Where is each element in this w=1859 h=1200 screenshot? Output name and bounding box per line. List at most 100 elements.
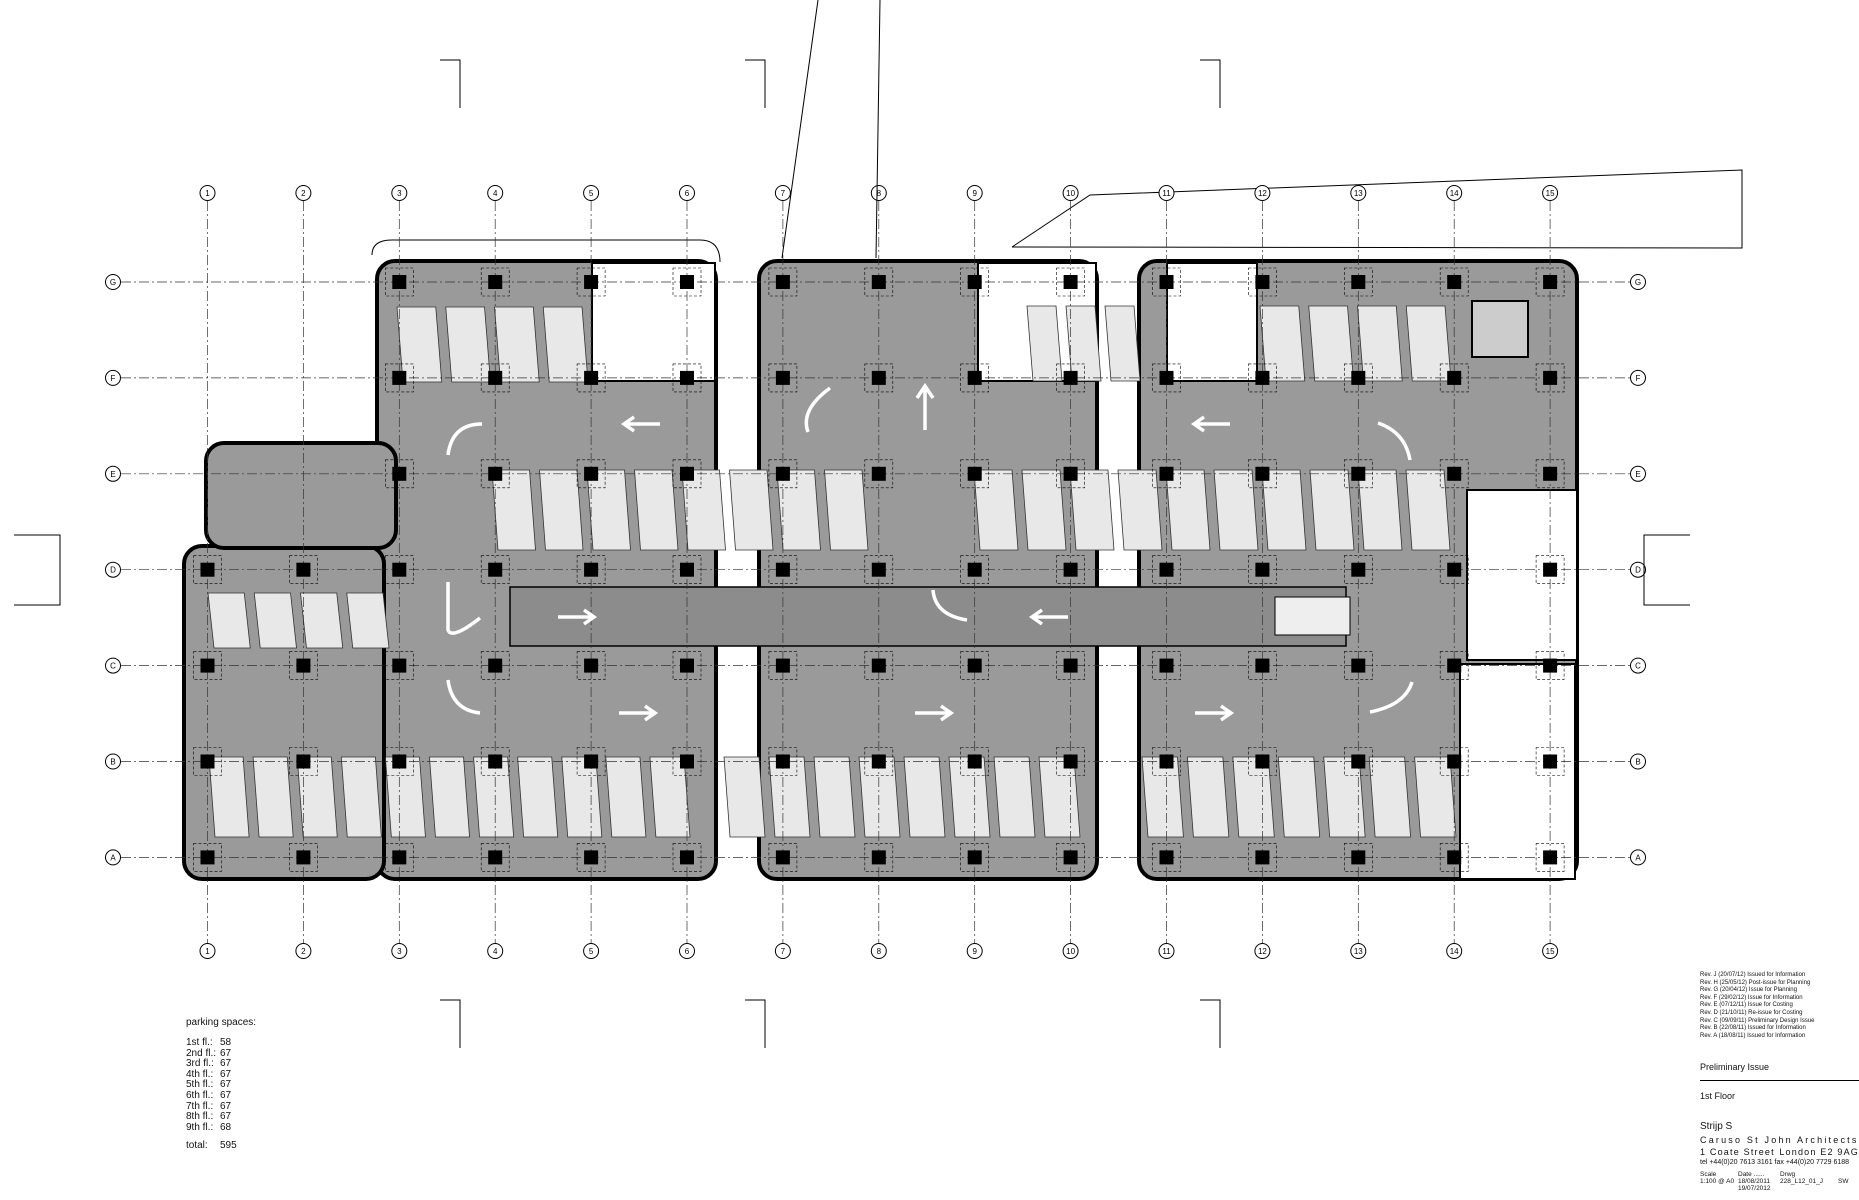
structural-column: [584, 850, 599, 865]
grid-bubble: [1446, 943, 1463, 959]
parking-bay: [824, 469, 869, 551]
grid-column-label: 3: [397, 947, 402, 956]
column-footprint: [480, 459, 510, 489]
revision-entry: Rev. F (29/02/12) Issue for Information: [1700, 994, 1803, 1001]
grid-bubble: [583, 943, 600, 959]
parking-bay: [1165, 469, 1211, 551]
parking-bay: [473, 756, 515, 838]
grid-bubble: [1254, 185, 1271, 201]
structural-column: [775, 370, 790, 385]
grid-bubble: [199, 185, 216, 201]
grid-row-label: A: [110, 853, 116, 862]
structural-column: [1351, 370, 1366, 385]
parking-bay: [296, 756, 338, 838]
column-footprint: [672, 843, 702, 872]
structural-column: [488, 370, 503, 385]
floor-count: 67: [220, 1111, 232, 1123]
parking-bay: [776, 469, 821, 551]
column-footprint: [480, 651, 510, 680]
column-footprint: [1056, 363, 1085, 393]
parking-bay: [1261, 469, 1307, 551]
arrow-shape: [1028, 608, 1068, 626]
structural-column: [1063, 275, 1078, 289]
grid-row-label: D: [110, 566, 116, 575]
floor-label: 5th fl.:: [186, 1079, 214, 1091]
structural-column: [1255, 562, 1270, 577]
structural-column: [1159, 466, 1174, 481]
revision-entry: Rev. J (20/07/12) Issued for Information: [1700, 972, 1806, 978]
column-footprint: [768, 747, 798, 776]
parking-bay: [1065, 305, 1102, 382]
column-footprint: [576, 459, 606, 489]
column-footprint: [1344, 459, 1373, 489]
parking-bay: [1357, 305, 1403, 382]
grid-column-label: 14: [1450, 947, 1459, 956]
structural-column: [1255, 275, 1270, 289]
parking-bay: [1357, 469, 1403, 551]
revision-entry: Rev. A (18/08/11) Issued for Information: [1700, 1032, 1806, 1039]
grid-column-label: 7: [781, 189, 786, 198]
parking-bay: [396, 306, 443, 383]
initials: SW: [1838, 1178, 1849, 1186]
section-marker: [1200, 59, 1221, 108]
grid-bubble: [1542, 943, 1559, 959]
structural-column: [967, 562, 982, 577]
column-footprint: [960, 843, 990, 872]
grid-bubble: [105, 849, 121, 866]
column-footprint: [864, 843, 894, 872]
parking-bay: [729, 469, 774, 551]
room: [1466, 489, 1578, 661]
grid-bubble: [1630, 274, 1646, 290]
section-marker: [745, 59, 766, 108]
structural-column: [1351, 850, 1366, 865]
parking-floor-row: 2nd fl.:67: [186, 1047, 256, 1060]
parking-bay: [948, 756, 991, 838]
structural-column: [1543, 370, 1558, 385]
parking-bay: [1021, 469, 1067, 551]
arrow-shape: [558, 608, 598, 626]
revision-entry: Rev. E (07/12/11) Issue for Costing: [1700, 1002, 1793, 1009]
column-footprint: [576, 267, 606, 297]
parking-bay: [517, 756, 559, 838]
grid-row-label: E: [110, 470, 115, 479]
grid-bubble: [583, 185, 600, 201]
column-footprint: [1248, 363, 1277, 393]
structural-column: [1447, 850, 1462, 865]
column-footprint: [1056, 555, 1085, 585]
room: [1459, 663, 1576, 880]
grid-column-label: 10: [1066, 189, 1075, 198]
column-footprint: [672, 267, 702, 297]
structural-column: [488, 658, 503, 673]
column-footprint: [384, 843, 414, 872]
grid-column-label: 2: [301, 189, 306, 198]
grid-column-label: 1: [205, 947, 210, 956]
grid-bubble: [105, 465, 121, 482]
section-marker: [745, 999, 766, 1048]
column-footprint: [384, 459, 414, 489]
parking-bay: [634, 469, 679, 551]
structural-column: [775, 275, 790, 289]
grid-column-label: 8: [877, 947, 882, 956]
floor-count: 67: [220, 1089, 232, 1101]
column-footprint: [1439, 843, 1469, 872]
parking-floor-row: 3rd fl.:67: [186, 1059, 256, 1070]
issue-status: Preliminary Issue: [1700, 1062, 1859, 1082]
structural-column: [488, 562, 503, 577]
structural-column: [392, 466, 407, 481]
structural-column: [488, 466, 503, 481]
structural-column: [1447, 370, 1462, 385]
structural-column: [584, 370, 599, 385]
grid-column-label: 5: [589, 189, 594, 198]
column-footprint: [1535, 459, 1565, 489]
column-footprint: [960, 363, 990, 393]
grid-bubble: [487, 185, 504, 201]
structural-column: [871, 658, 886, 673]
date-value-revised: 19/07/2012: [1738, 1185, 1771, 1193]
column-footprint: [289, 651, 318, 680]
revision-entry: Rev. B (22/08/11) Issued for Information: [1700, 1025, 1806, 1032]
floor-label: 2nd fl.:: [186, 1047, 217, 1059]
grid-bubble: [199, 943, 216, 959]
parking-bay: [384, 756, 426, 838]
column-footprint: [960, 555, 990, 585]
parking-bay: [858, 756, 901, 838]
